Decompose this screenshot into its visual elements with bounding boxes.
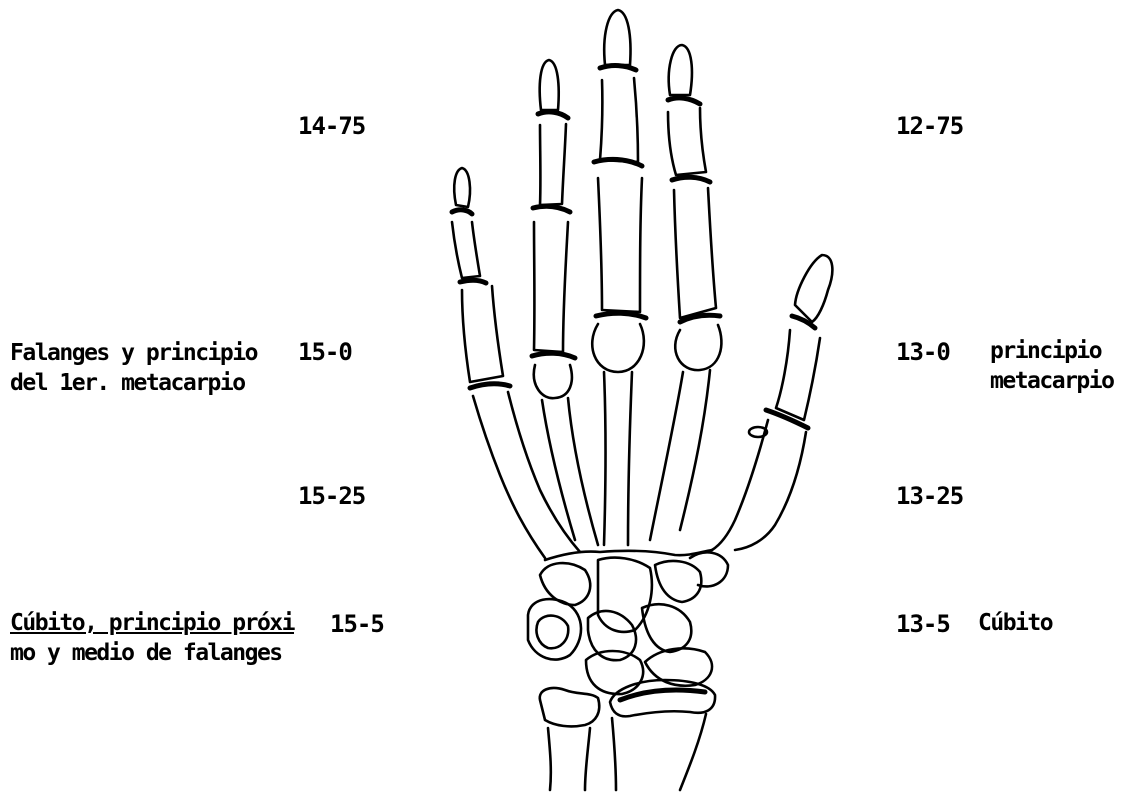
thumb <box>712 255 832 550</box>
ring-finger <box>532 60 598 545</box>
index-finger <box>650 45 721 540</box>
carpal-bones <box>528 550 728 694</box>
forearm-bones <box>540 680 715 790</box>
middle-finger <box>592 10 646 545</box>
little-finger <box>452 168 580 558</box>
